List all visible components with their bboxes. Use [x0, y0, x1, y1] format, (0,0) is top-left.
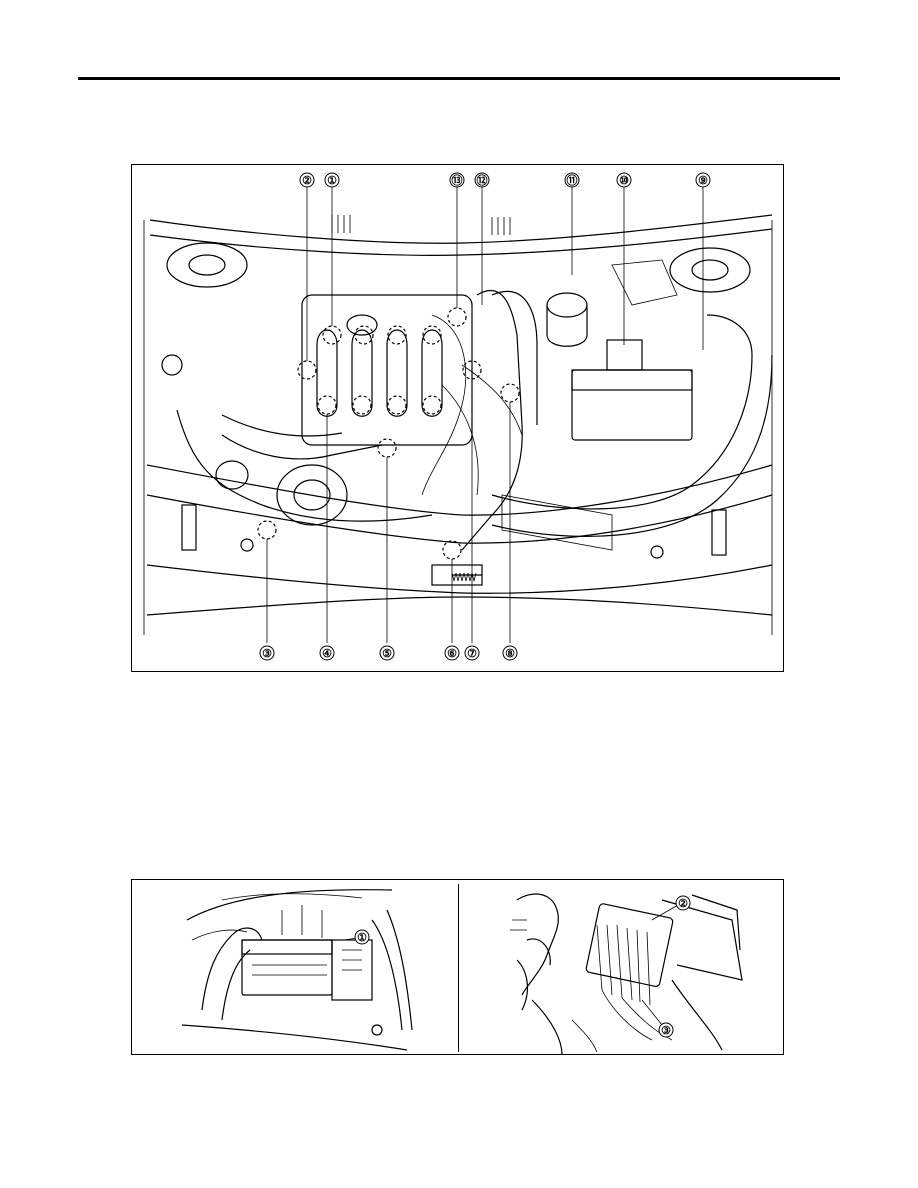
figure-divider — [458, 884, 459, 1052]
callout-5: ⑤ — [382, 648, 392, 660]
detail-callout-3: ③ — [661, 1025, 671, 1037]
callout-9: ⑨ — [698, 175, 708, 187]
detail-views-drawing: ① ② ③ — [181, 889, 743, 1056]
detail-callout-1: ① — [357, 932, 367, 944]
callout-6: ⑥ — [447, 648, 457, 660]
detail-callout-2: ② — [678, 898, 688, 910]
callout-10: ⑩ — [619, 175, 629, 187]
engine-compartment-drawing: ② ① ⑬ ⑫ ⑪ ⑩ ⑨ ③ ④ ⑤ ⑥ ⑦ ⑧ — [143, 172, 773, 661]
callout-8: ⑧ — [505, 648, 515, 660]
callout-11: ⑪ — [567, 173, 578, 187]
callout-4: ④ — [322, 648, 332, 660]
engine-compartment-figure: ② ① ⑬ ⑫ ⑪ ⑩ ⑨ ③ ④ ⑤ ⑥ ⑦ ⑧ — [131, 164, 784, 672]
callout-1: ① — [327, 175, 337, 187]
callout-13: ⑬ — [452, 173, 463, 187]
callout-7: ⑦ — [467, 648, 477, 660]
callout-12: ⑫ — [477, 173, 488, 187]
callout-3: ③ — [262, 648, 272, 660]
header-rule — [78, 77, 840, 80]
detail-views-figure: ① ② ③ — [131, 879, 784, 1056]
callout-2: ② — [302, 175, 312, 187]
